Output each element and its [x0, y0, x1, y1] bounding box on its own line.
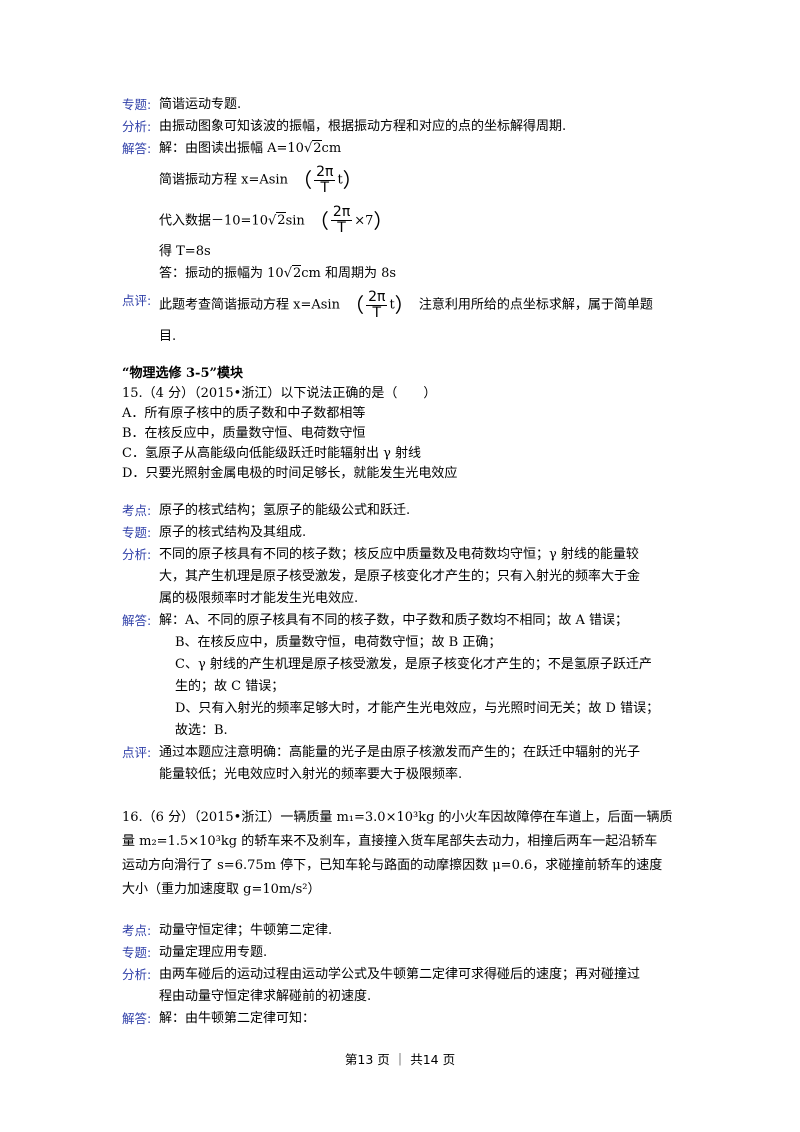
q15-option-b: B．在核反应中，质量数守恒、电荷数守恒: [122, 425, 366, 441]
q16-stem-line2: 量 m₂=1.5×10³kg 的轿车来不及刹车，直接撞入货车尾部失去动力，相撞后…: [122, 833, 658, 849]
q16-kaodian: 考点: 动量守恒定律；牛顿第二定律.: [122, 920, 692, 942]
q16-jieda: 解答: 解：由牛顿第二定律可知：: [122, 1008, 692, 1030]
section-title: “物理选修 3-5”模块: [122, 365, 243, 381]
fenxi-label: 分析:: [122, 119, 152, 134]
q14-zhuanti: 专题: 简谐运动专题.: [122, 94, 692, 116]
jieda-label: 解答:: [122, 1010, 152, 1026]
dianping-label: 点评:: [122, 293, 152, 308]
q15-stem: 15.（4 分）（2015•浙江）以下说法正确的是（ ）: [122, 385, 437, 401]
q14-dianping-cont: 目.: [159, 328, 177, 344]
q16-stem-line1: 16.（6 分）（2015•浙江）一辆质量 m₁=3.0×10³kg 的小火车因…: [122, 809, 673, 825]
q15-kaodian: 考点: 原子的核式结构；氢原子的能级公式和跃迁.: [122, 500, 692, 522]
q16-stem-line4: 大小（重力加速度取 g=10m/s²）: [122, 881, 321, 897]
q14-fenxi-text: 由振动图象可知该波的振幅，根据振动方程和对应的点的坐标解得周期.: [159, 119, 567, 134]
q16-fenxi: 分析: 由两车碰后的运动过程由运动学公式及牛顿第二定律可求得碰后的速度；再对碰撞…: [122, 964, 692, 1008]
q15-option-c: C．氢原子从高能级向低能级跃迁时能辐射出 γ 射线: [122, 445, 421, 461]
zhuanti-label: 专题:: [122, 524, 152, 540]
q14-jie-line4: 得 T=8s: [159, 244, 211, 259]
zhuanti-label: 专题:: [122, 944, 152, 960]
q16-zhuanti: 专题: 动量定理应用专题.: [122, 942, 692, 964]
kaodian-label: 考点:: [122, 502, 152, 518]
q16-stem-line3: 运动方向滑行了 s=6.75m 停下，已知车轮与路面的动摩擦因数 μ=0.6，求…: [122, 857, 663, 873]
q15-option-d: D．只要光照射金属电极的时间足够长，就能发生光电效应: [122, 465, 458, 481]
jieda-label: 解答:: [122, 141, 152, 156]
q14-jieda: 解答: 解：由图读出振幅 A=10√2cm: [122, 138, 692, 160]
q14-jie-line5: 答：振动的振幅为 10√2cm 和周期为 8s: [159, 265, 397, 281]
kaodian-label: 考点:: [122, 922, 152, 938]
fenxi-label: 分析:: [122, 966, 152, 982]
q14-jie-line1: 解：由图读出振幅 A=10√2cm: [159, 140, 342, 156]
dianping-label: 点评:: [122, 744, 152, 760]
zhuanti-label: 专题:: [122, 97, 152, 112]
q14-fenxi: 分析: 由振动图象可知该波的振幅，根据振动方程和对应的点的坐标解得周期.: [122, 116, 692, 138]
q14-zhuanti-text: 简谐运动专题.: [159, 97, 242, 112]
fenxi-label: 分析:: [122, 546, 152, 562]
jieda-label: 解答:: [122, 612, 152, 628]
q15-zhuanti: 专题: 原子的核式结构及其组成.: [122, 522, 692, 544]
q15-jieda: 解答: 解：A、不同的原子核具有不同的核子数，中子数和质子数均不相同；故 A 错…: [122, 610, 692, 742]
q15-option-a: A．所有原子核中的质子数和中子数都相等: [122, 405, 366, 421]
document-body: 专题: 简谐运动专题. 分析: 由振动图象可知该波的振幅，根据振动方程和对应的点…: [122, 94, 692, 1030]
q15-dianping: 点评: 通过本题应注意明确：高能量的光子是由原子核激发而产生的；在跃迁中辐射的光…: [122, 742, 692, 786]
q15-fenxi: 分析: 不同的原子核具有不同的核子数；核反应中质量数及电荷数均守恒；γ 射线的能…: [122, 544, 692, 610]
page-footer: 第13 页 ｜ 共14 页: [344, 1052, 456, 1067]
